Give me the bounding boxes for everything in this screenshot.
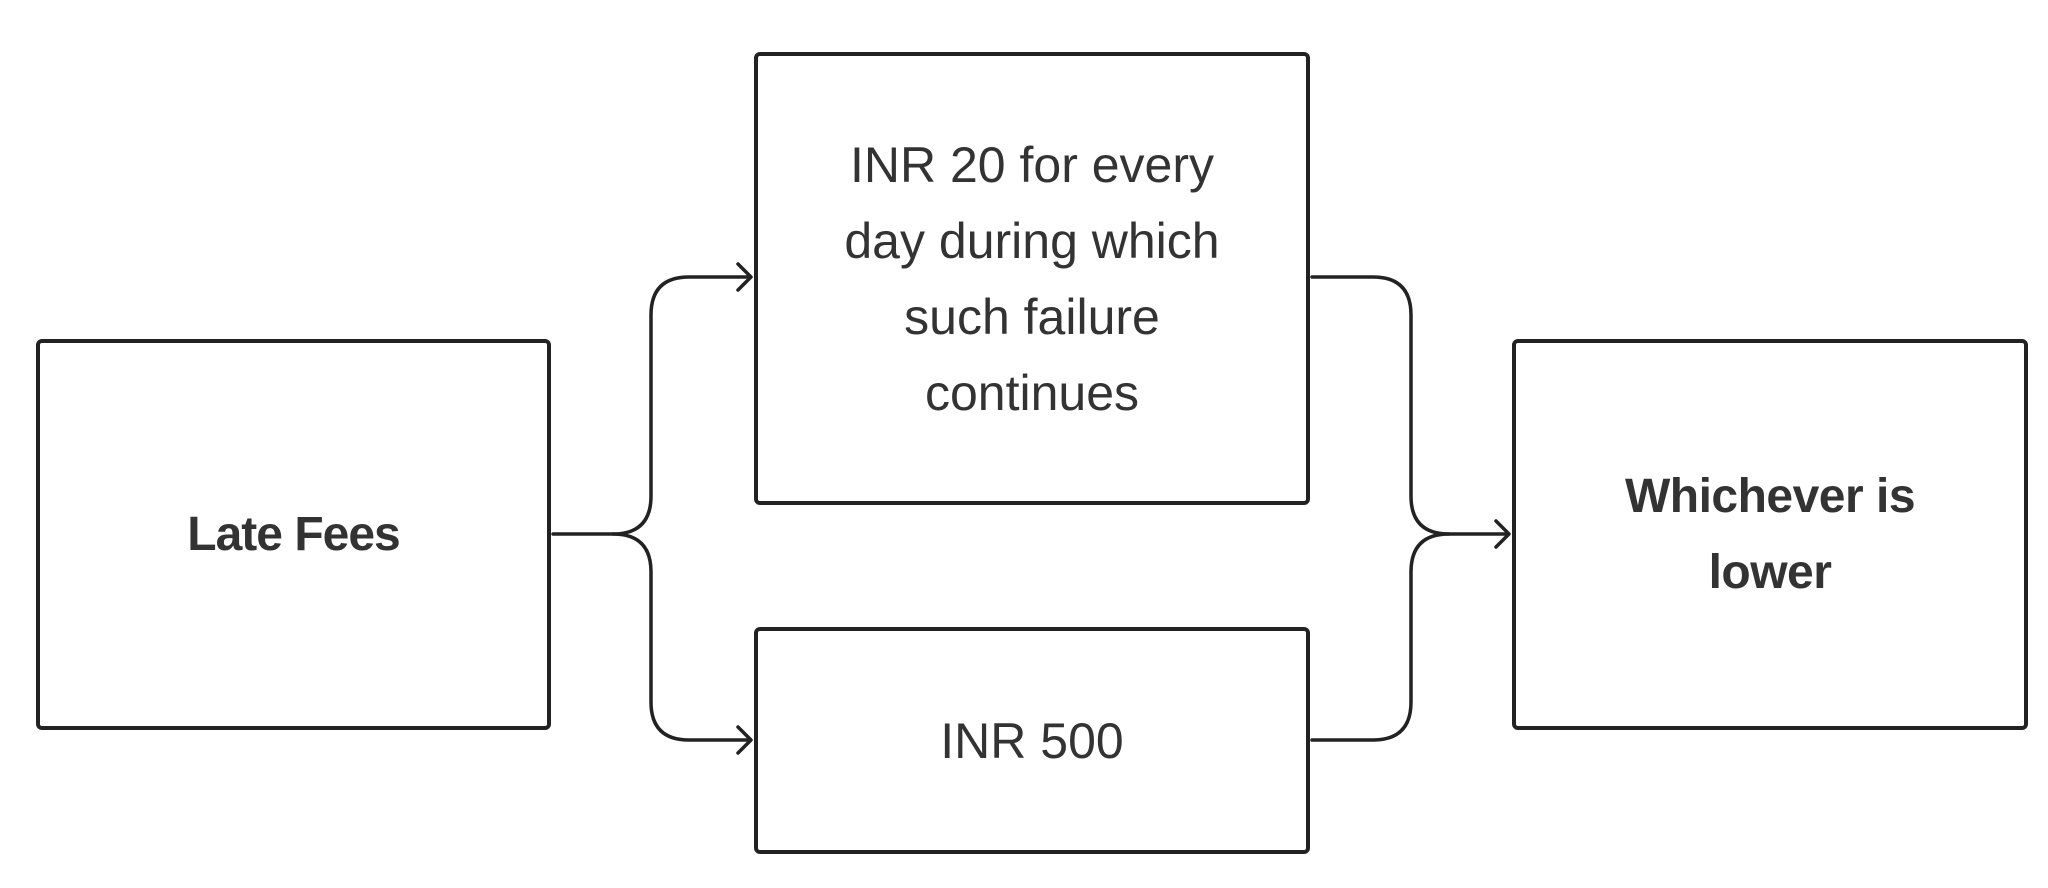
node-flat-fee-label: INR 500 [940,712,1124,769]
node-per-day-fee: INR 20 for every day during which such f… [754,52,1310,505]
connector-late-fees-to-per-day [551,275,752,536]
arrowhead-result [1494,519,1511,549]
connector-per-day-to-result [1310,275,1510,536]
node-late-fees: Late Fees [36,339,551,730]
node-result-label: Whichever is lower [1624,469,1916,599]
connector-flat-to-result [1310,532,1451,742]
node-result: Whichever is lower [1512,339,2028,730]
connector-late-fees-to-flat [611,532,752,742]
node-flat-fee: INR 500 [754,627,1310,854]
arrowhead-flat [736,725,753,755]
arrowhead-per-day [736,262,753,292]
node-per-day-fee-label: INR 20 for every day during which such f… [844,136,1220,421]
node-late-fees-label: Late Fees [187,508,400,561]
